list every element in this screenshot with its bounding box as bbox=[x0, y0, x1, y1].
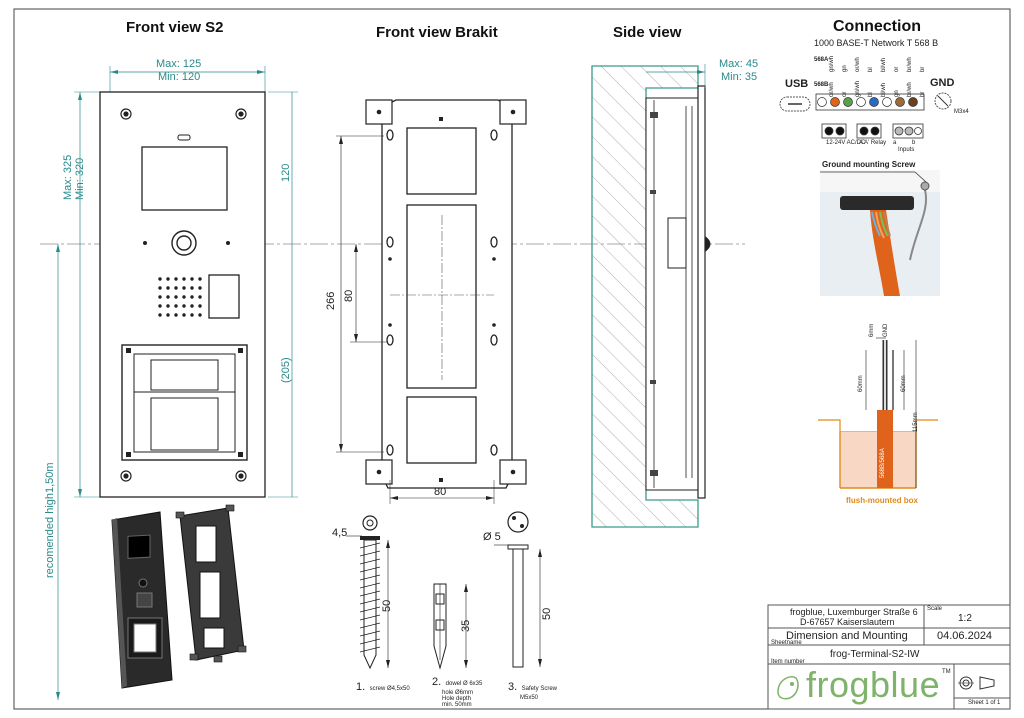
date: 04.06.2024 bbox=[937, 630, 993, 642]
connection-title: Connection bbox=[833, 18, 921, 35]
box-label: flush-mounted box bbox=[846, 496, 918, 505]
hardware-3-label: Safety Screw bbox=[521, 686, 557, 692]
sheet-title: Dimension and Mounting bbox=[786, 630, 908, 642]
front-view-s2-title: Front view S2 bbox=[126, 19, 224, 36]
ground-screw-title: Ground mounting Screw bbox=[822, 160, 916, 169]
terminal-a: a bbox=[893, 140, 897, 146]
depth-max-label: Max: 45 bbox=[719, 58, 759, 70]
brakit-width-label: 80 bbox=[434, 486, 447, 498]
row-568b-label: 568B bbox=[814, 82, 829, 88]
row-568a-label: 568A bbox=[814, 57, 829, 63]
hardware-1-label: screw Ø4,5x50 bbox=[369, 686, 410, 692]
hardware-2-num: 2. bbox=[432, 676, 442, 688]
company-name: frogblue, Luxemburger Straße 6 bbox=[790, 607, 918, 617]
safety-diameter: Ø 5 bbox=[483, 531, 501, 543]
width-min-label: Min: 120 bbox=[158, 71, 201, 83]
logo-tm: TM bbox=[942, 669, 951, 675]
screw-diameter: 4,5 bbox=[332, 527, 348, 539]
company-address: D-67657 Kaiserslautern bbox=[800, 617, 895, 627]
hardware-3-num: 3. bbox=[508, 681, 518, 693]
usb-label: USB bbox=[785, 78, 809, 90]
hardware-item-1: 1. screw Ø4,5x50 bbox=[356, 677, 410, 695]
terminal-relay: A A' Relay bbox=[859, 140, 887, 146]
terminal-inputs: Inputs bbox=[898, 147, 915, 153]
network-spec: 1000 BASE-T Network T 568 B bbox=[814, 38, 939, 48]
hardware-2-extra-2: Hole depth bbox=[442, 696, 472, 702]
gnd-screw-label: M3x4 bbox=[954, 109, 969, 115]
depth-min-label: Min: 35 bbox=[721, 71, 758, 83]
gnd-label: GND bbox=[930, 77, 955, 89]
hardware-1-num: 1. bbox=[356, 681, 366, 693]
hardware-item-2: 2. dowel Ø 6x35 hole Ø6mm Hole depth min… bbox=[432, 672, 482, 708]
hardware-2-extra-1: hole Ø6mm bbox=[442, 690, 474, 696]
frogblue-logo: frogblue bbox=[806, 664, 941, 705]
terminal-power: 12-24V AC/DC bbox=[826, 140, 866, 146]
hardware-2-extra-3: min. 50mm bbox=[442, 702, 472, 708]
scale-label: Scale bbox=[927, 606, 943, 612]
width-max-label: Max: 125 bbox=[156, 58, 202, 70]
terminal-b: b bbox=[912, 140, 916, 146]
scale-value: 1:2 bbox=[958, 613, 972, 624]
hardware-item-3: 3. Safety Screw M5x50 bbox=[508, 677, 557, 701]
item-number: frog-Terminal-S2-IW bbox=[830, 649, 920, 660]
sheet-name-label: Sheetname bbox=[771, 640, 802, 646]
sheet-number: Sheet 1 of 1 bbox=[968, 700, 1001, 706]
front-view-brakit-title: Front view Brakit bbox=[376, 24, 498, 41]
hardware-3-extra-1: M5x50 bbox=[520, 695, 539, 701]
side-view-title: Side view bbox=[613, 24, 682, 41]
item-number-label: Item number bbox=[771, 659, 805, 665]
hardware-2-label: dowel Ø 6x35 bbox=[445, 681, 483, 687]
